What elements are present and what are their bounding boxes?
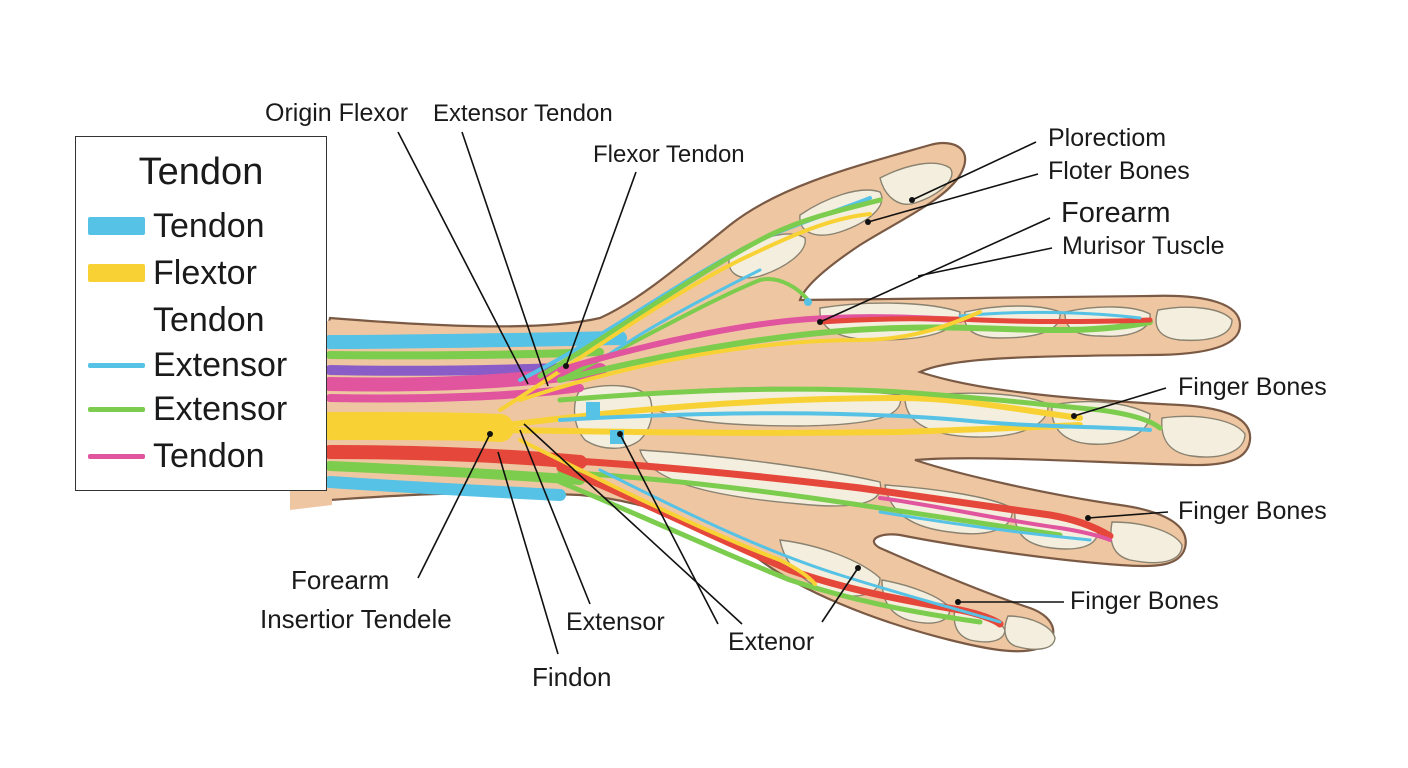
forearm-tendon-yellow-main <box>316 412 514 442</box>
dot-thumb-tip <box>804 298 812 306</box>
leader-extenor-2 <box>523 423 743 625</box>
index-tendon-yellow <box>518 310 982 402</box>
legend-label: Tendon <box>153 300 265 339</box>
leader-extensor-tendon <box>461 131 549 387</box>
dot-forearm-top <box>817 319 823 325</box>
forearm-tendon-blue-2 <box>324 476 566 501</box>
middle-tendon-blue <box>558 411 1152 432</box>
label-finger-bones-2: Finger Bones <box>1178 497 1327 525</box>
leader-finger-bones-1 <box>1073 387 1167 417</box>
forearm-tendon-green-2 <box>325 461 585 485</box>
ring-tendon-blue <box>878 510 1092 542</box>
leader-finger-bones-2 <box>1087 511 1169 519</box>
leader-lines <box>397 131 1169 655</box>
legend-title: Tendon <box>138 151 264 193</box>
label-insertior-tendele: Insertior Tendele <box>260 604 452 634</box>
legend-label: Extensor <box>153 389 288 428</box>
legend-label: Tendon <box>153 436 265 475</box>
dot-floter-bones <box>865 219 871 225</box>
ring-tendon-green <box>557 469 1063 538</box>
legend-swatch <box>88 264 145 282</box>
leader-murisor-tuscle <box>917 247 1053 277</box>
index-tendon-blue <box>958 310 1142 320</box>
label-extensor-bottom: Extensor <box>566 608 665 636</box>
leader-extenor-3 <box>821 567 859 623</box>
label-extensor-tendon: Extensor Tendon <box>433 100 613 127</box>
leader-findon <box>497 451 559 655</box>
forearm-tendon-purple <box>325 363 565 376</box>
dot-extenor-3 <box>855 565 861 571</box>
dot-finger-bones-2 <box>1085 515 1091 521</box>
ring-bone-4 <box>1110 521 1183 564</box>
legend-swatch <box>88 362 145 368</box>
leader-plorectiom <box>911 141 1037 201</box>
forearm-tendon-red-1 <box>323 445 587 469</box>
index-tendon-green <box>557 319 1153 383</box>
ring-tendon-magenta <box>878 496 1112 542</box>
little-tendon-green <box>557 479 983 625</box>
leader-origin-flexor <box>397 131 529 385</box>
legend-swatch <box>88 406 145 412</box>
label-plorectiom: Plorectiom <box>1048 124 1166 152</box>
ring-tendon-red <box>556 456 1114 540</box>
label-origin-flexor: Origin Flexor <box>265 99 408 127</box>
middle-tendon-green <box>557 386 1163 431</box>
leader-floter-bones <box>867 173 1039 223</box>
dot-extenor <box>617 431 623 437</box>
dot-flexor-tendon <box>563 363 569 369</box>
dot-finger-bones-1 <box>1071 413 1077 419</box>
legend-label: Extensor <box>153 345 288 384</box>
forearm-tendon-green-1 <box>326 348 604 360</box>
index-tendon-red <box>817 316 1153 325</box>
label-finger-bones-1: Finger Bones <box>1178 373 1327 401</box>
labels: Origin Flexor Extensor Tendon Flexor Ten… <box>260 99 1327 692</box>
leader-forearm-top <box>819 217 1051 323</box>
little-bone-4 <box>1004 615 1056 650</box>
middle-bone-4 <box>1161 415 1246 458</box>
legend-item: Flextor <box>88 250 257 296</box>
thumb-tendon-blue-2 <box>598 268 762 362</box>
legend-label: Tendon <box>153 206 265 245</box>
middle-tendon-yellow-2 <box>497 422 1083 436</box>
little-tendon-blue <box>598 468 1002 624</box>
hand-tendons <box>497 196 1163 628</box>
leader-extenor-1 <box>619 433 719 625</box>
legend-item: Tendon <box>88 433 265 479</box>
thumb-tendon-green <box>537 197 883 379</box>
label-forearm-bottom: Forearm <box>291 565 389 595</box>
index-bone-4 <box>1155 306 1233 342</box>
little-tendon-yellow <box>518 438 817 586</box>
legend-swatch <box>88 217 145 235</box>
leader-extensor-bottom <box>519 429 591 605</box>
label-extenor: Extenor <box>728 628 814 656</box>
label-forearm-top: Forearm <box>1061 197 1171 229</box>
label-findon: Findon <box>532 662 612 692</box>
dot-finger-bones-3 <box>955 599 961 605</box>
forearm-tendon-blue-1 <box>323 331 627 349</box>
legend-item: Tendon <box>88 297 265 343</box>
dot-forearm-bottom <box>487 431 493 437</box>
legend-item: Extensor <box>88 342 287 388</box>
label-murisor-tuscle: Murisor Tuscle <box>1062 232 1225 260</box>
leader-forearm-bottom <box>417 433 491 579</box>
legend-item: Tendon <box>88 203 265 249</box>
wrist-tendon-marker-1 <box>586 402 600 418</box>
label-finger-bones-3: Finger Bones <box>1070 587 1219 615</box>
label-flexor-tendon: Flexor Tendon <box>593 141 745 168</box>
legend-swatch <box>88 453 145 459</box>
forearm-tendon-magenta-2 <box>326 384 584 403</box>
legend-label: Flextor <box>153 253 257 292</box>
legend: Tendon Tendon Flextor Tendon Extensor Ex… <box>75 136 327 491</box>
leader-dots <box>487 197 1091 605</box>
legend-item: Extensor <box>88 386 287 432</box>
dot-plorectiom <box>909 197 915 203</box>
label-floter-bones: Floter Bones <box>1048 157 1190 185</box>
leader-flexor-tendon <box>565 171 637 367</box>
